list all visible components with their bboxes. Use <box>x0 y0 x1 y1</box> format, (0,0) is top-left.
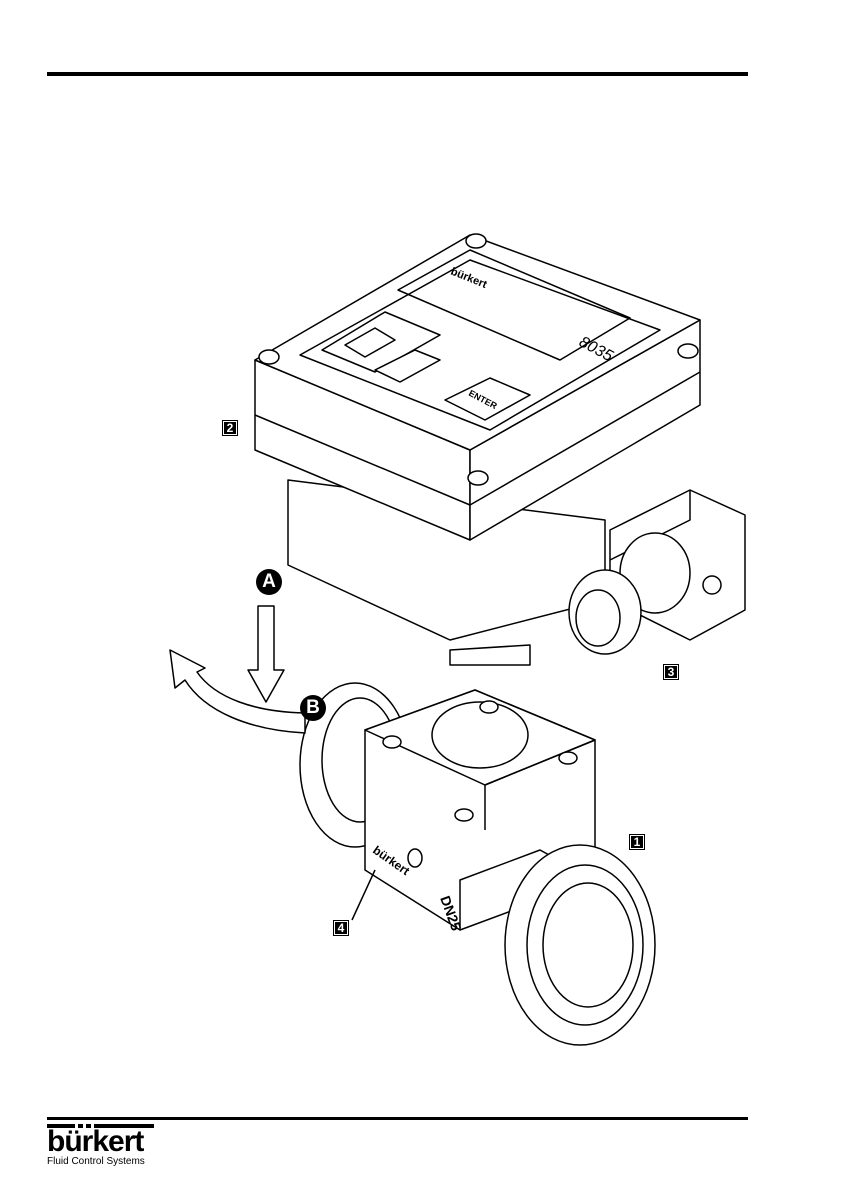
cable-gland <box>568 489 746 655</box>
callout-leader-4 <box>351 869 376 921</box>
logo-tagline: Fluid Control Systems <box>47 1156 145 1167</box>
step-b-marker: B <box>300 695 326 721</box>
callout-3: 3 <box>663 664 679 680</box>
burkert-logo: bürkert Fluid Control Systems <box>47 1124 154 1168</box>
flow-fitting: bürkert DN25 <box>299 682 656 1046</box>
step-a-marker: A <box>256 569 282 595</box>
callout-1: 1 <box>629 834 645 850</box>
up-key <box>344 327 396 358</box>
screw-icon <box>677 343 699 359</box>
display-keypad-frame <box>321 311 441 373</box>
screw-icon <box>258 349 280 365</box>
logo-wordmark: bürkert <box>47 1125 144 1158</box>
screw-icon <box>558 751 578 765</box>
screw-icon <box>465 233 487 249</box>
transmitter-housing: ENTER bürkert 8035 <box>254 233 701 666</box>
screw-icon <box>479 700 499 714</box>
locking-screw-icon <box>407 848 423 868</box>
display-window <box>397 249 631 361</box>
callout-4: 4 <box>333 920 349 936</box>
logo-bars <box>47 1124 154 1128</box>
rotate-arrow-icon <box>169 649 306 734</box>
screw-icon <box>382 735 402 749</box>
callout-2: 2 <box>222 420 238 436</box>
bottom-rule <box>47 1117 748 1120</box>
screw-icon <box>467 470 489 486</box>
down-arrow-icon <box>247 605 285 703</box>
screw-icon <box>454 808 474 822</box>
enter-key <box>444 377 531 421</box>
down-key <box>374 349 441 383</box>
top-rule <box>47 72 748 76</box>
